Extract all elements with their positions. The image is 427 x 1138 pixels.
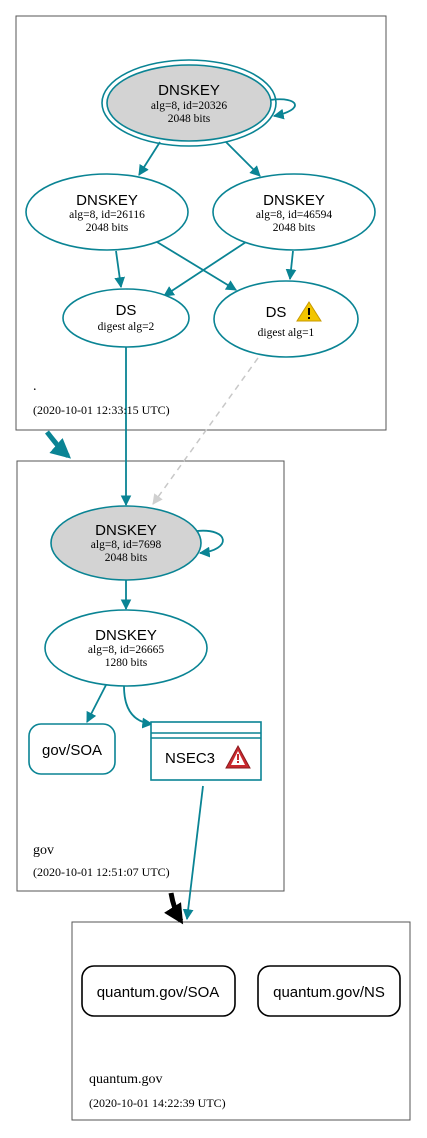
zone-gov-name: gov: [33, 843, 54, 858]
node-gov-soa[interactable]: gov/SOA: [28, 723, 116, 775]
node-ds-digest-alg-2[interactable]: DS digest alg=2: [62, 288, 190, 348]
root-zsk2-title: DNSKEY: [263, 192, 325, 209]
node-ds-digest-alg-1[interactable]: DS digest alg=1: [213, 280, 359, 358]
gov-zsk-detail: alg=8, id=26665: [88, 644, 164, 656]
root-ksk-shape: [106, 64, 272, 142]
node-gov-ksk[interactable]: DNSKEY alg=8, id=7698 2048 bits: [50, 505, 202, 581]
edge-ksk-to-zsk1: [138, 141, 161, 176]
edge-nsec3-to-quantum: [182, 785, 204, 921]
delegation-root-to-gov: [45, 430, 72, 459]
ds-alg1-detail: digest alg=1: [258, 327, 315, 339]
root-zsk1-shape: [25, 173, 189, 251]
delegation-gov-to-quantum: [164, 892, 184, 925]
root-ksk-outer-ring: [101, 59, 277, 147]
warning-icon: [296, 301, 322, 322]
quantum-ns-shape: [257, 965, 401, 1017]
edge-gov-zsk-to-soa: [86, 684, 107, 723]
node-root-ksk[interactable]: DNSKEY alg=8, id=20326 2048 bits: [101, 59, 277, 147]
quantum-soa-label: quantum.gov/SOA: [97, 984, 220, 1001]
edge-zsk1-to-ds-alg1: [156, 241, 237, 291]
root-zsk1-detail: alg=8, id=26116: [69, 209, 145, 221]
node-root-zsk-26116[interactable]: DNSKEY alg=8, id=26116 2048 bits: [25, 173, 189, 251]
self-sign-edge-gov-ksk: [196, 529, 224, 558]
zone-quantum-timestamp: (2020-10-01 14:22:39 UTC): [89, 1096, 226, 1110]
node-quantum-ns[interactable]: quantum.gov/NS: [257, 965, 401, 1017]
gov-zsk-size: 1280 bits: [105, 657, 148, 669]
gov-ksk-detail: alg=8, id=7698: [91, 539, 162, 551]
node-gov-zsk[interactable]: DNSKEY alg=8, id=26665 1280 bits: [44, 609, 208, 687]
root-zsk2-detail: alg=8, id=46594: [256, 209, 332, 221]
root-zsk2-size: 2048 bits: [273, 222, 316, 234]
edge-ds-alg1-to-gov-ksk: [152, 357, 259, 505]
gov-zsk-title: DNSKEY: [95, 627, 157, 644]
root-ksk-size: 2048 bits: [168, 113, 211, 125]
gov-ksk-shape: [50, 505, 202, 581]
ds-alg2-title: DS: [116, 302, 137, 319]
gov-zsk-shape: [44, 609, 208, 687]
root-zsk1-title: DNSKEY: [76, 192, 138, 209]
zone-gov-timestamp: (2020-10-01 12:51:07 UTC): [33, 865, 170, 879]
self-sign-edge-root-ksk: [269, 98, 296, 120]
edge-gov-zsk-to-nsec3: [123, 685, 154, 729]
edge-zsk2-to-ds-alg2: [163, 241, 247, 297]
ds-alg1-title: DS: [266, 304, 287, 321]
node-gov-nsec3[interactable]: NSEC3: [150, 721, 262, 781]
ds-alg1-shape: [213, 280, 359, 358]
zone-quantum-name: quantum.gov: [89, 1072, 163, 1087]
ds-alg2-shape: [62, 288, 190, 348]
quantum-soa-shape: [81, 965, 236, 1017]
edge-zsk2-to-ds-alg1: [285, 250, 297, 281]
zone-quantum-gov: [71, 921, 411, 1121]
edge-ksk-to-zsk2: [225, 141, 261, 177]
root-zsk2-shape: [212, 173, 376, 251]
gov-ksk-title: DNSKEY: [95, 522, 157, 539]
gov-soa-shape: [28, 723, 116, 775]
zone-root-timestamp: (2020-10-01 12:33:15 UTC): [33, 403, 170, 417]
gov-soa-label: gov/SOA: [42, 742, 102, 759]
gov-nsec3-shape: [150, 721, 262, 781]
edge-zsk1-to-ds-alg2: [114, 250, 126, 289]
ds-alg2-detail: digest alg=2: [98, 321, 155, 333]
gov-nsec3-label: NSEC3: [165, 750, 215, 767]
quantum-ns-label: quantum.gov/NS: [273, 984, 385, 1001]
zone-root-name: .: [33, 379, 37, 394]
node-quantum-soa[interactable]: quantum.gov/SOA: [81, 965, 236, 1017]
node-root-zsk-46594[interactable]: DNSKEY alg=8, id=46594 2048 bits: [212, 173, 376, 251]
error-icon: [225, 744, 251, 769]
root-ksk-detail: alg=8, id=20326: [151, 100, 227, 112]
root-zsk1-size: 2048 bits: [86, 222, 129, 234]
gov-ksk-size: 2048 bits: [105, 552, 148, 564]
root-ksk-title: DNSKEY: [158, 82, 220, 99]
